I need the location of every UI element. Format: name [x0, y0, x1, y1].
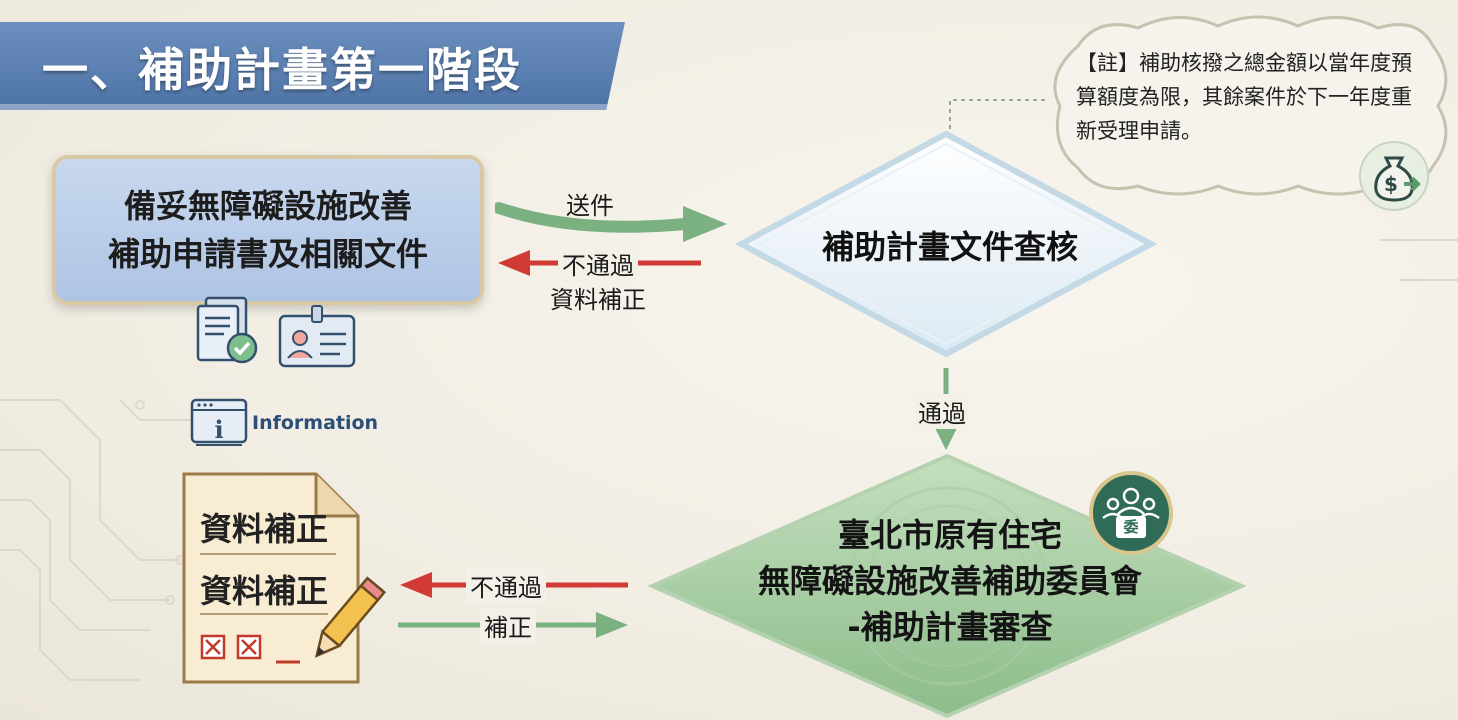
id-card-icon — [278, 305, 356, 368]
revision-line1: 資料補正 — [200, 510, 329, 548]
fail-label-2: 不通過 — [466, 568, 546, 603]
committee-icon: 委 — [1088, 470, 1174, 556]
note-connector — [949, 99, 1045, 142]
pass-label: 通過 — [914, 394, 970, 429]
fix-label-1: 資料補正 — [550, 286, 646, 314]
money-bag-icon: $ — [1359, 141, 1429, 211]
committee-line3: -補助計畫審查 — [847, 608, 1053, 646]
document-check-icon — [196, 296, 258, 364]
step1-line2: 補助申請書及相關文件 — [107, 235, 428, 273]
svg-text:i: i — [214, 415, 223, 444]
revision-sheet — [182, 472, 360, 684]
document-review-label: 補助計畫文件查核 — [821, 228, 1078, 266]
title-banner — [0, 22, 625, 110]
committee-review-text: 臺北市原有住宅 無障礙設施改善補助委員會 -補助計畫審查 — [700, 512, 1200, 650]
fail-label-1: 不通過 — [558, 246, 638, 281]
committee-line1: 臺北市原有住宅 — [837, 516, 1062, 554]
committee-line2: 無障礙設施改善補助委員會 — [757, 562, 1142, 600]
page-title: 一、補助計畫第一階段 — [42, 43, 522, 97]
send-arrow — [495, 202, 727, 242]
step1-line1: 備妥無障礙設施改善 — [123, 187, 412, 225]
send-label: 送件 — [566, 192, 614, 220]
fix-label-2: 補正 — [480, 608, 536, 643]
committee-badge-text: 委 — [1123, 518, 1139, 536]
info-label: Information — [252, 412, 379, 434]
svg-text:$: $ — [1384, 172, 1398, 196]
revision-line2: 資料補正 — [200, 572, 329, 610]
note-text: 【註】補助核撥之總金額以當年度預算額度為限，其餘案件於下一年度重新受理申請。 — [1076, 51, 1412, 143]
pencil-icon — [314, 576, 387, 658]
note-cloud — [1053, 15, 1448, 196]
info-window-icon: i — [190, 398, 248, 446]
document-review-diamond — [735, 130, 1157, 358]
step1-box: 備妥無障礙設施改善 補助申請書及相關文件 — [52, 155, 484, 305]
